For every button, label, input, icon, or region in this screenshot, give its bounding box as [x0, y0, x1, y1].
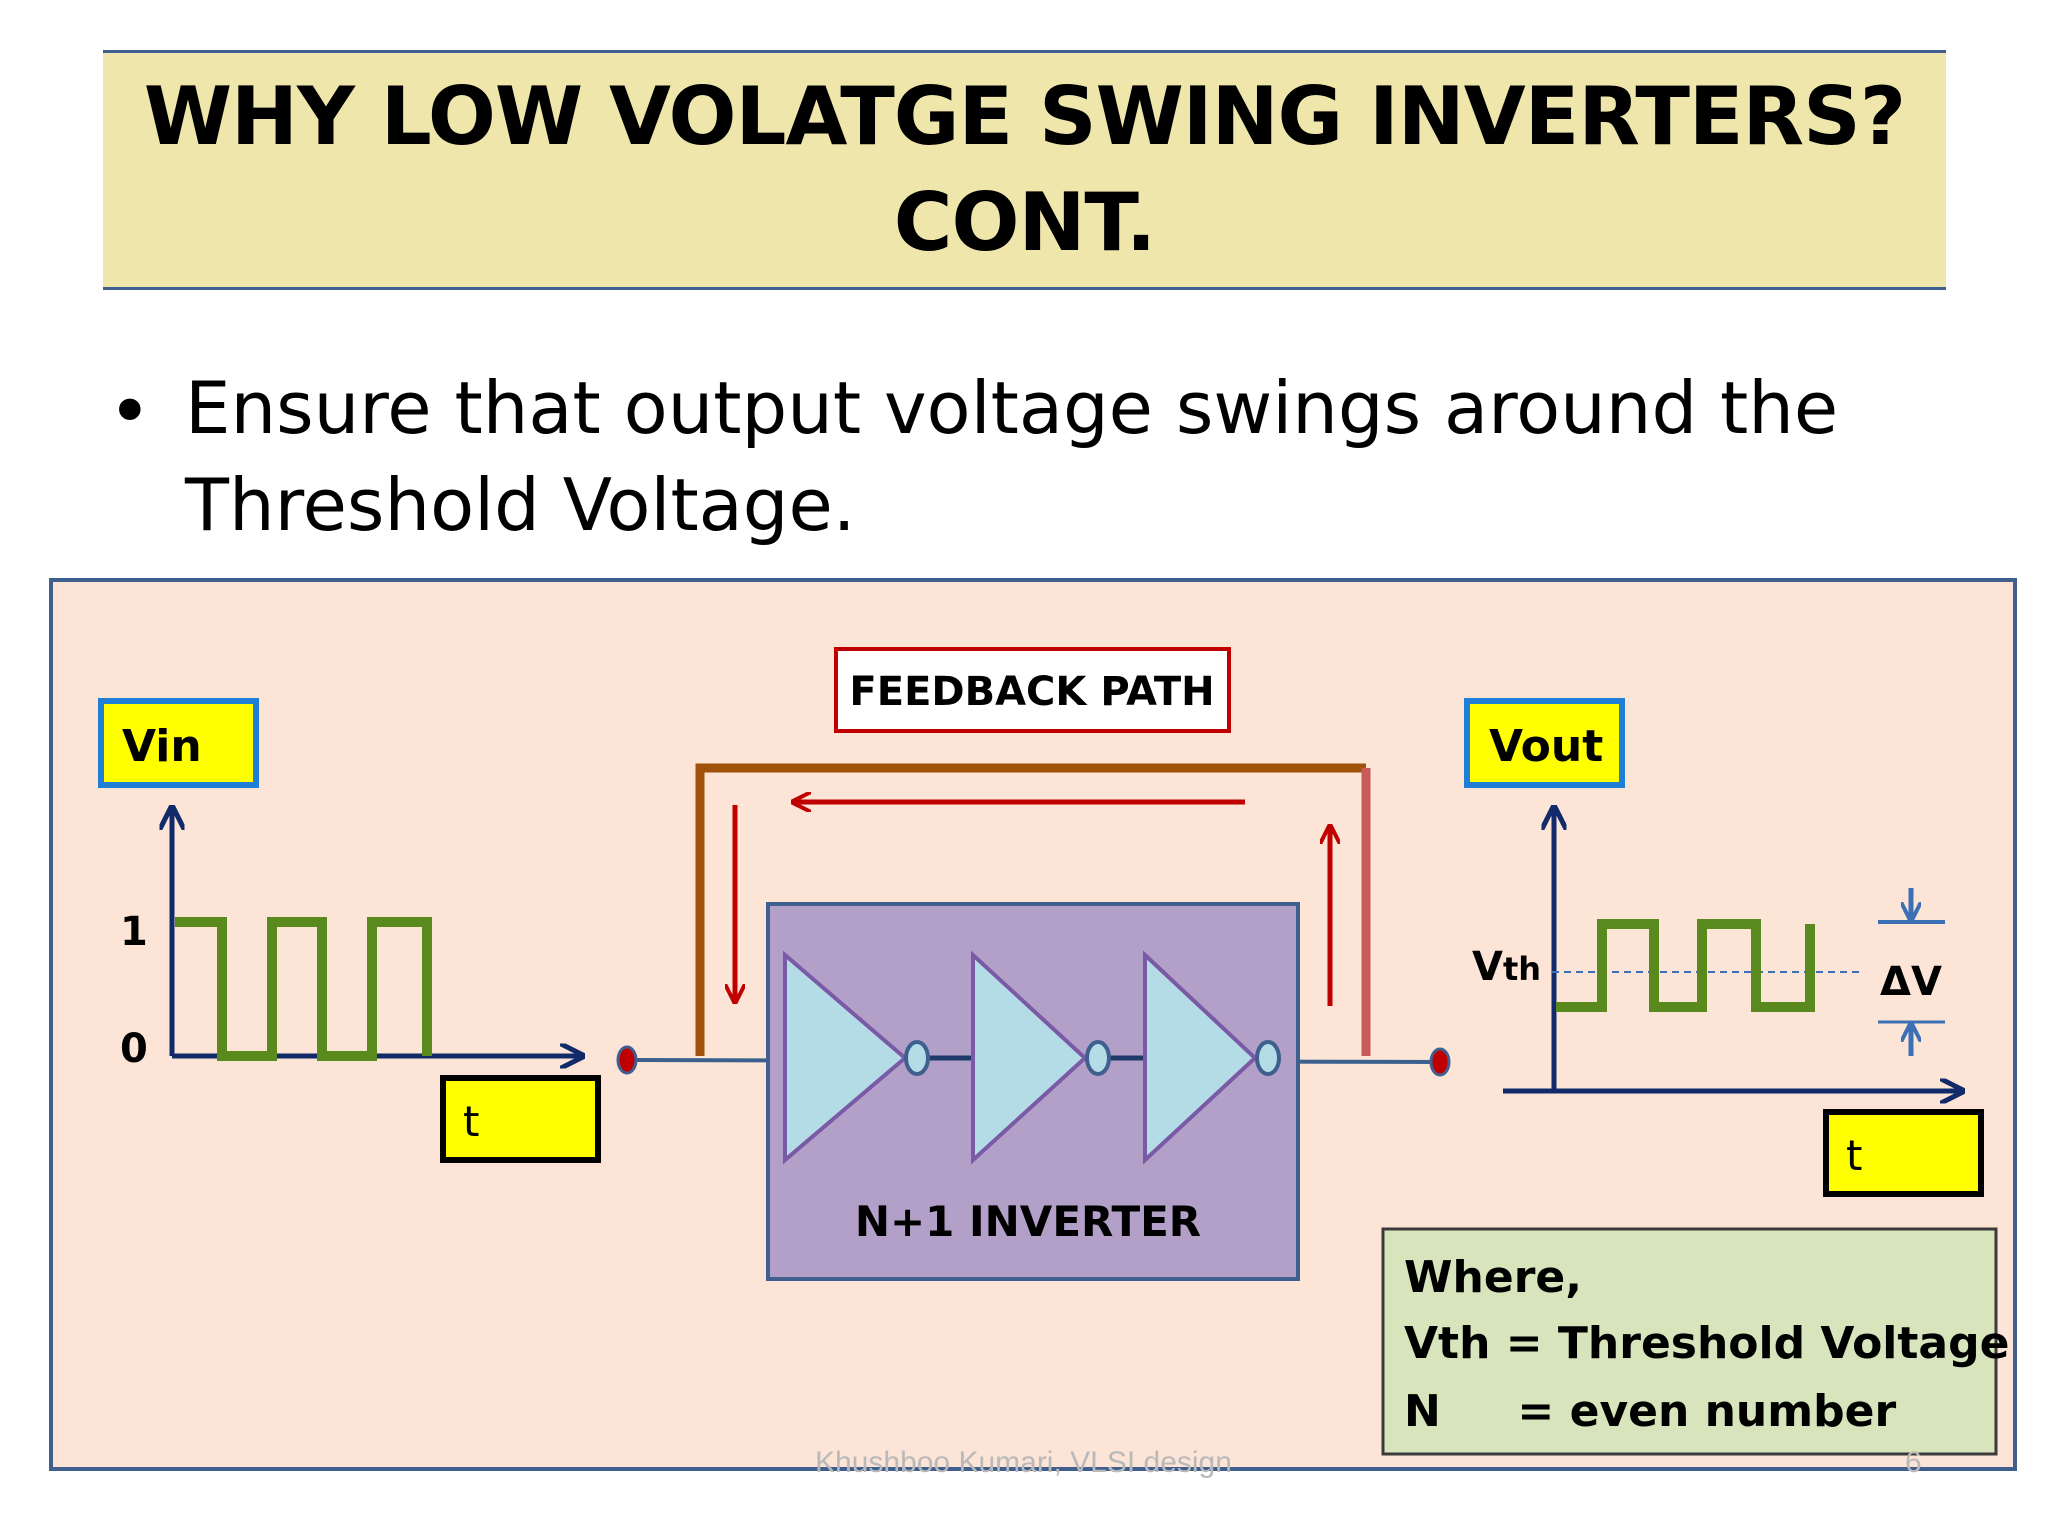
output-terminal-dot: [1429, 1047, 1451, 1077]
bullet-dot-icon: •: [108, 369, 152, 455]
feedback-loop-line: [695, 763, 1366, 1056]
inverter-1-bubble-icon: [904, 1040, 930, 1076]
output-time-label: t: [1846, 1131, 1862, 1180]
slide-title-line-1: WHY LOW VOLATGE SWING INVERTERS?: [143, 70, 1906, 163]
where-line-2: Vth = Threshold Voltage: [1404, 1318, 2009, 1369]
inverter-2-bubble-icon: [1085, 1040, 1111, 1076]
feedback-path-label: FEEDBACK PATH: [849, 669, 1214, 715]
vin-label: Vin: [122, 721, 202, 772]
output-square-wave: [1556, 919, 1815, 1012]
footer-author: Khushboo Kumari, VLSI design: [815, 1446, 1232, 1479]
vin-label-box: [98, 698, 259, 788]
delta-v-label: ΔV: [1880, 959, 1942, 1005]
where-line-1: Where,: [1404, 1252, 1582, 1303]
output-time-box: [1823, 1109, 1984, 1197]
vout-label: Vout: [1489, 721, 1603, 772]
input-time-label: t: [463, 1097, 479, 1146]
bullet-text: Ensure that output voltage swings around…: [185, 366, 1839, 547]
inverter-2-triangle-icon: [971, 950, 1088, 1165]
input-square-wave: [175, 917, 432, 1061]
input-time-box: [440, 1075, 601, 1163]
where-legend-box: [1381, 1227, 1998, 1456]
vth-label: Vth: [1472, 944, 1541, 990]
level-high-label: 1: [120, 909, 148, 955]
level-low-label: 0: [120, 1026, 148, 1072]
where-line-3: N = even number: [1404, 1386, 1896, 1437]
vout-label-box: [1464, 698, 1625, 788]
input-terminal-dot: [616, 1045, 638, 1075]
feedback-path-label-box: [834, 647, 1231, 733]
inverter-3-bubble-icon: [1255, 1040, 1281, 1076]
inverter-3-triangle-icon: [1143, 950, 1258, 1165]
title-banner: WHY LOW VOLATGE SWING INVERTERS? CONT.: [103, 50, 1946, 290]
slide-title-line-2: CONT.: [893, 176, 1156, 269]
bullet-point: • Ensure that output voltage swings arou…: [100, 360, 1960, 554]
inverter-chain-label: N+1 INVERTER: [855, 1197, 1201, 1246]
footer-page-number: 6: [1905, 1446, 1922, 1479]
inverter-1-triangle-icon: [783, 950, 909, 1165]
